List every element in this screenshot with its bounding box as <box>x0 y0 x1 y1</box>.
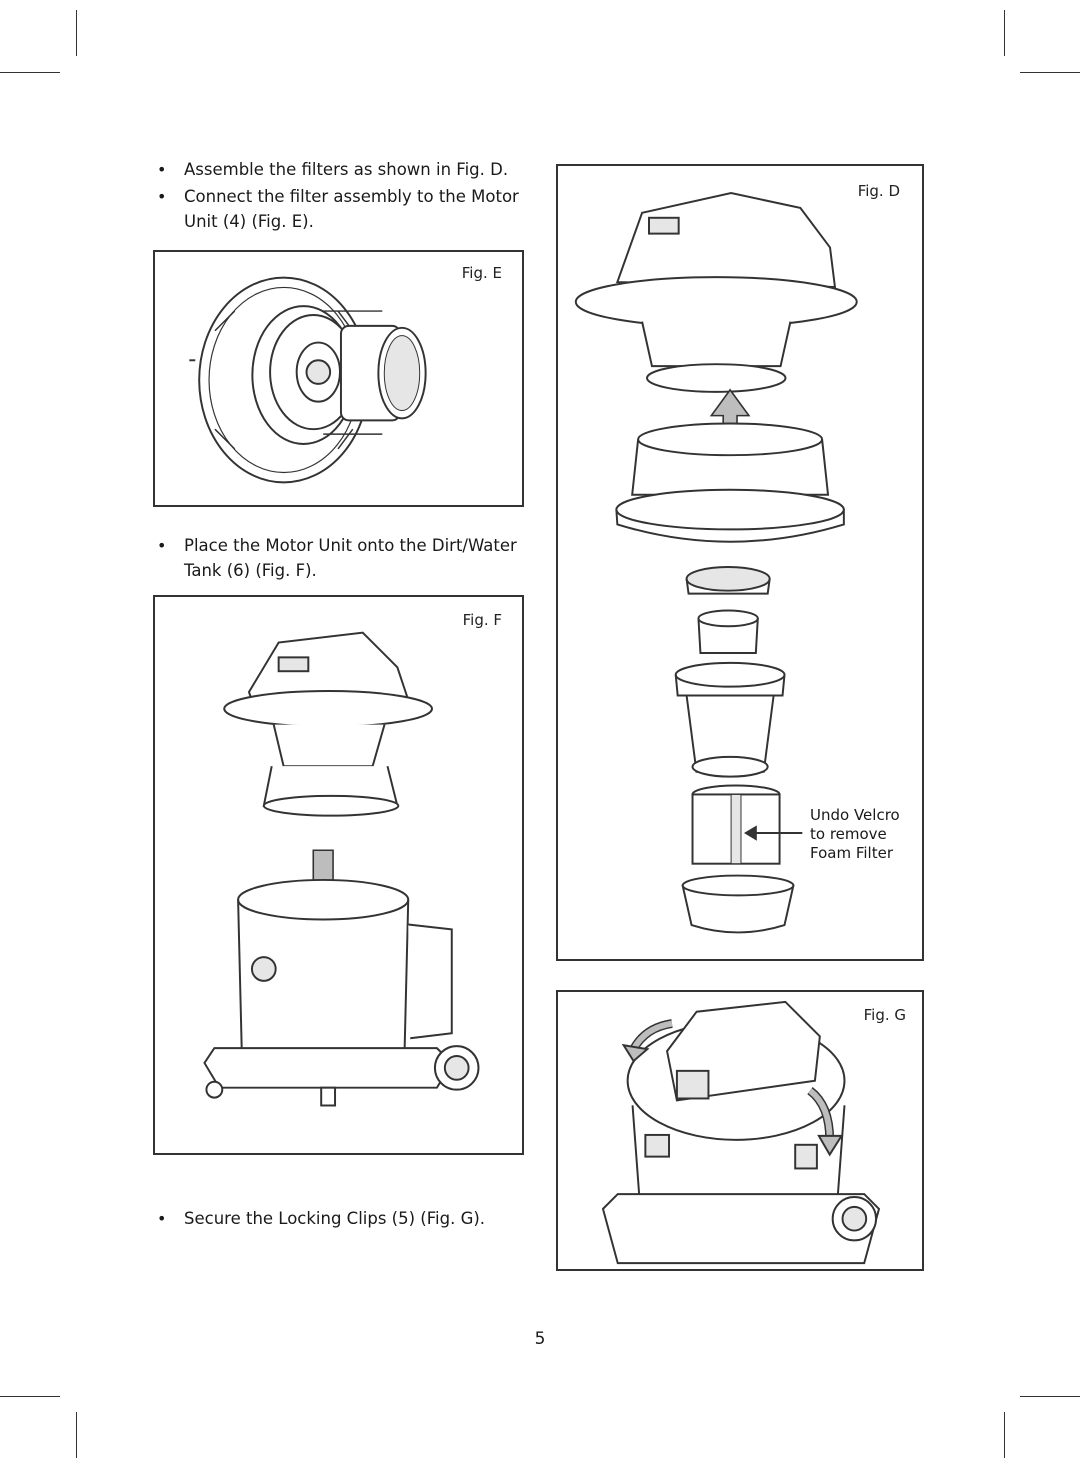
callout-line: Foam Filter <box>810 844 920 863</box>
foam-filter-callout: Undo Velcro to remove Foam Filter <box>810 806 920 863</box>
figure-g: Fig. G <box>556 990 924 1271</box>
crop-mark <box>0 1396 60 1397</box>
crop-mark <box>1004 10 1005 56</box>
figure-f: Fig. F <box>153 595 524 1155</box>
bullet-list-place-motor: Place the Motor Unit onto the Dirt/Water… <box>157 533 527 585</box>
figure-label: Fig. G <box>864 1006 906 1024</box>
figure-label: Fig. D <box>858 182 900 200</box>
bullet-item: Connect the filter assembly to the Motor… <box>157 184 527 234</box>
motor-onto-tank-illustration <box>155 597 522 1153</box>
figure-label: Fig. E <box>462 264 502 282</box>
crop-mark <box>1004 1412 1005 1458</box>
bullet-item: Place the Motor Unit onto the Dirt/Water… <box>157 533 527 583</box>
figure-label: Fig. F <box>463 611 502 629</box>
crop-mark <box>0 72 60 73</box>
crop-mark <box>76 10 77 56</box>
callout-line: Undo Velcro <box>810 806 920 825</box>
figure-e: Fig. E <box>153 250 524 507</box>
bullet-list-locking-clips: Secure the Locking Clips (5) (Fig. G). <box>157 1206 527 1233</box>
filter-assembly-illustration <box>155 252 522 505</box>
crop-mark <box>1020 72 1080 73</box>
crop-mark <box>76 1412 77 1458</box>
crop-mark <box>1020 1396 1080 1397</box>
page-number: 5 <box>530 1329 550 1349</box>
bullet-list-assemble: Assemble the filters as shown in Fig. D.… <box>157 157 527 236</box>
bullet-item: Assemble the filters as shown in Fig. D. <box>157 157 527 182</box>
locking-clips-illustration <box>558 992 922 1269</box>
bullet-item: Secure the Locking Clips (5) (Fig. G). <box>157 1206 527 1231</box>
callout-line: to remove <box>810 825 920 844</box>
